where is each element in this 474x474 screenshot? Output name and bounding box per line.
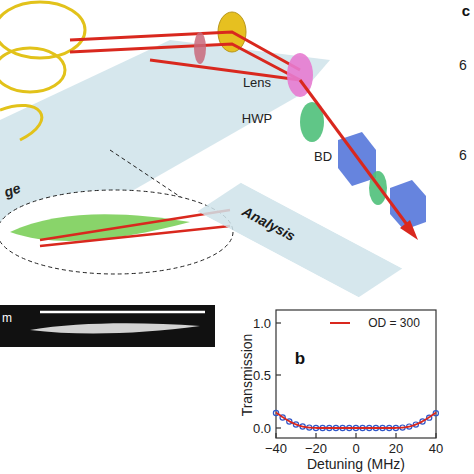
legend-text: OD = 300: [368, 317, 420, 329]
scale-bar: [40, 311, 205, 314]
tick-label: 40: [429, 442, 443, 455]
axis-title: Detuning (MHz): [307, 457, 405, 471]
tick-label: 0: [352, 442, 359, 455]
axis-title: Transmission: [240, 334, 254, 417]
plate-label: Analysis: [240, 203, 395, 296]
beam: [40, 210, 230, 246]
legend-line: [330, 322, 350, 324]
part-name: BD: [314, 150, 332, 163]
axis-value: 6: [459, 58, 467, 72]
fit-curve: [276, 412, 436, 428]
tick-label: 0.0: [253, 422, 271, 435]
panel-letter: b: [295, 350, 305, 367]
beam-arrow: [400, 220, 418, 240]
beam: [300, 80, 408, 226]
tick-label: −20: [305, 442, 327, 455]
beam: [70, 32, 300, 80]
tick-label: 20: [389, 442, 403, 455]
scale-label: m: [2, 312, 12, 324]
plot-frame: [276, 310, 436, 438]
camera-image: [0, 305, 215, 347]
cloud-image: [30, 323, 200, 333]
part-name: HWP: [242, 112, 272, 125]
tick-label: −40: [265, 442, 287, 455]
atom-cloud: [10, 214, 190, 241]
part-name: Lens: [243, 76, 271, 89]
waveplate: [194, 32, 206, 64]
axis-value: 6: [459, 148, 467, 162]
coil: [0, 2, 85, 140]
tick-label: 0.5: [253, 369, 271, 382]
tick-label: 1.0: [253, 317, 271, 330]
inset-outline: [0, 190, 233, 274]
panel-letter: c: [462, 3, 470, 18]
tick: [276, 323, 436, 438]
